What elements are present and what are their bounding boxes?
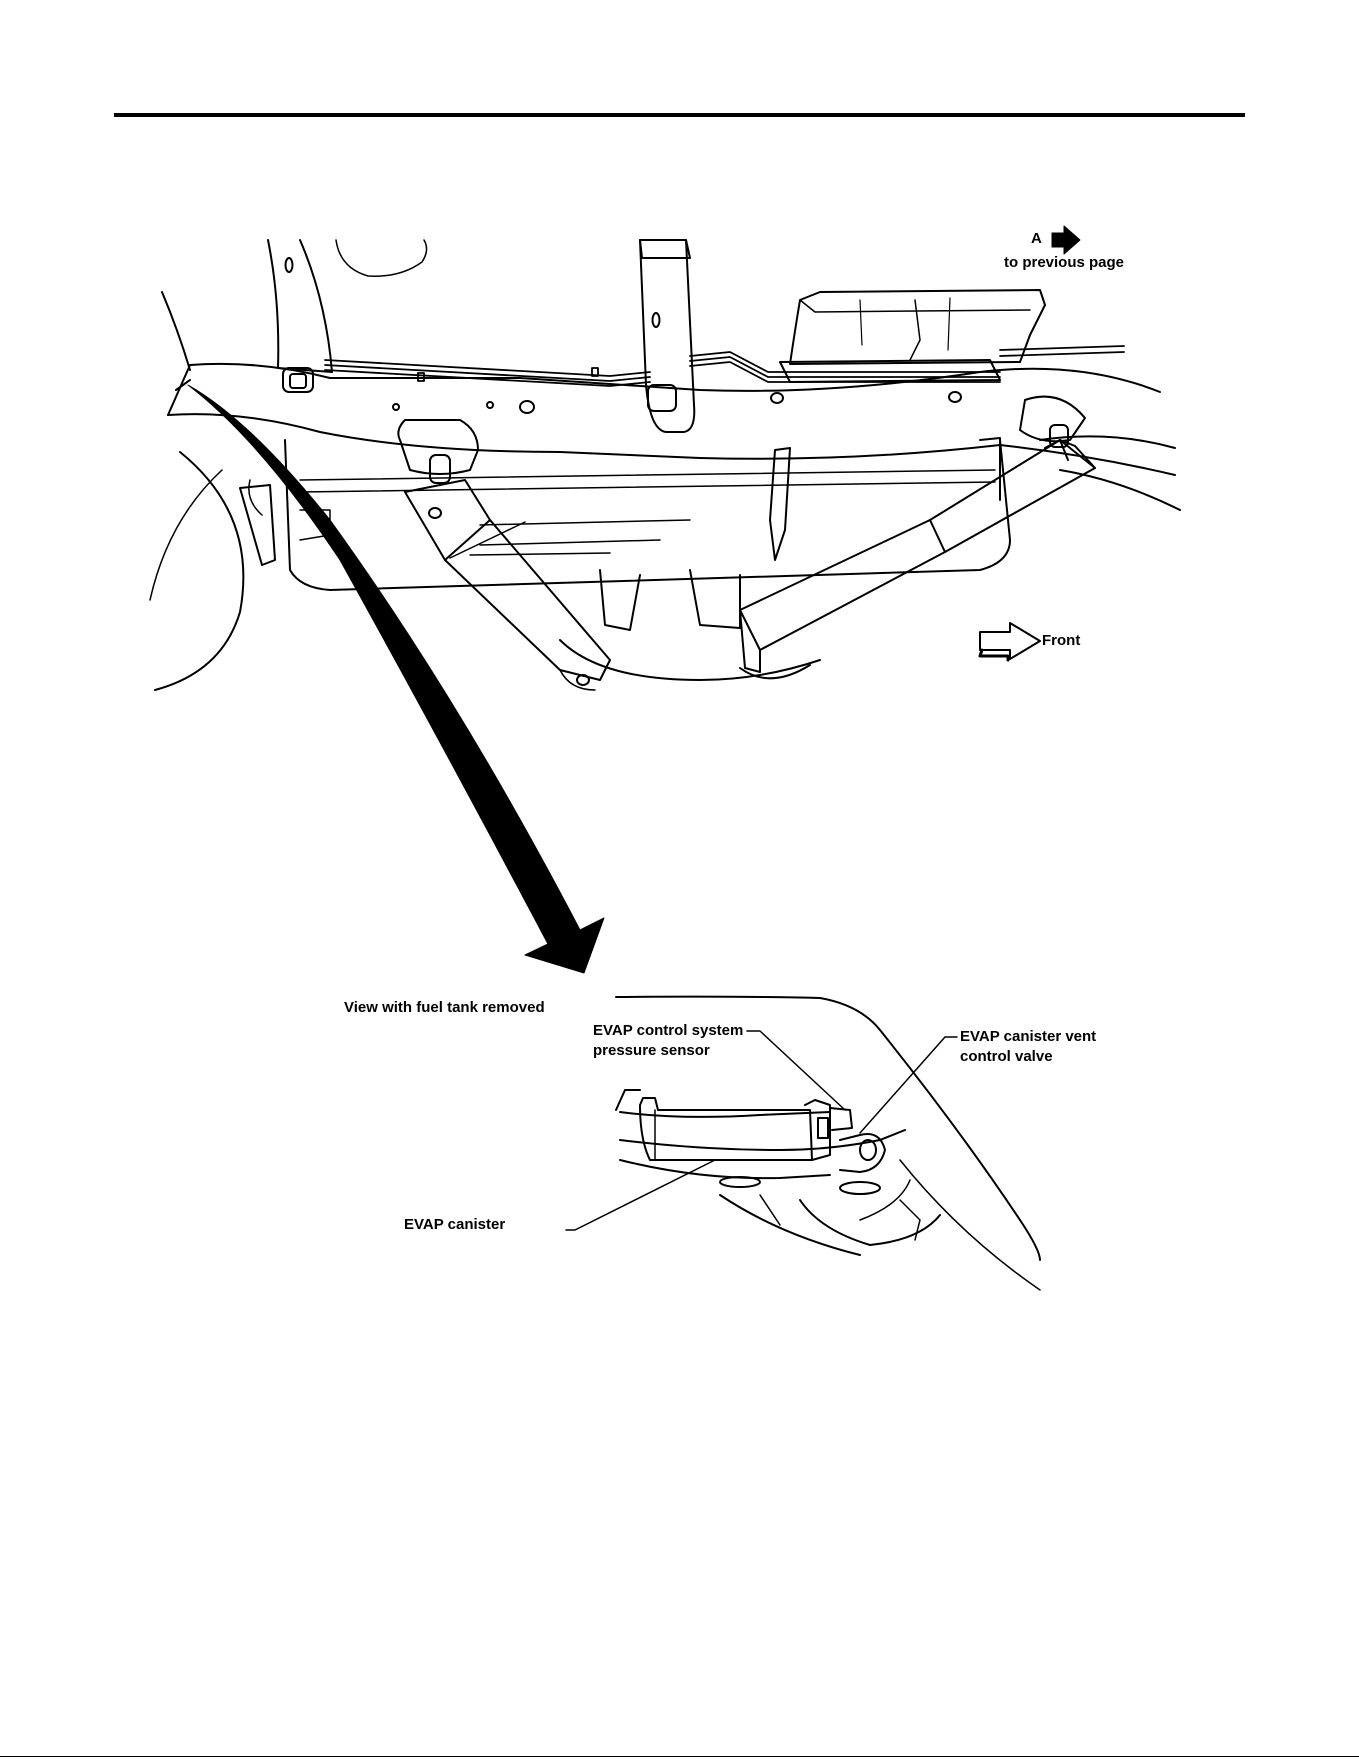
evap-canister-detail (640, 1098, 885, 1172)
leader-canister (566, 1160, 715, 1230)
front-direction-label: Front (1042, 632, 1080, 650)
nav-ref-text: to previous page (1004, 254, 1124, 272)
wheel-arch (155, 452, 243, 690)
frame-rail-bottom (168, 414, 1000, 459)
hanger-left (268, 240, 332, 372)
footer-rule (0, 1756, 1359, 1757)
wheel-arch-outer (162, 292, 190, 370)
view-note: View with fuel tank removed (344, 999, 545, 1017)
callout-vent-valve-line2: control valve (960, 1048, 1053, 1066)
nav-arrow-icon (1052, 226, 1080, 254)
front-arrow-icon (980, 623, 1040, 660)
leader-vent-valve (860, 1037, 957, 1133)
callout-pressure-sensor-line2: pressure sensor (593, 1042, 710, 1060)
fuel-lines (325, 346, 1124, 386)
nav-ref-letter: A (1031, 230, 1042, 248)
transition-arrow (188, 385, 604, 973)
evap-canister-top-view (780, 290, 1045, 382)
callout-pressure-sensor-line1: EVAP control system (593, 1022, 743, 1040)
leader-pressure-sensor (747, 1031, 845, 1110)
callout-canister: EVAP canister (404, 1216, 505, 1234)
callout-vent-valve-line1: EVAP canister vent (960, 1028, 1096, 1046)
